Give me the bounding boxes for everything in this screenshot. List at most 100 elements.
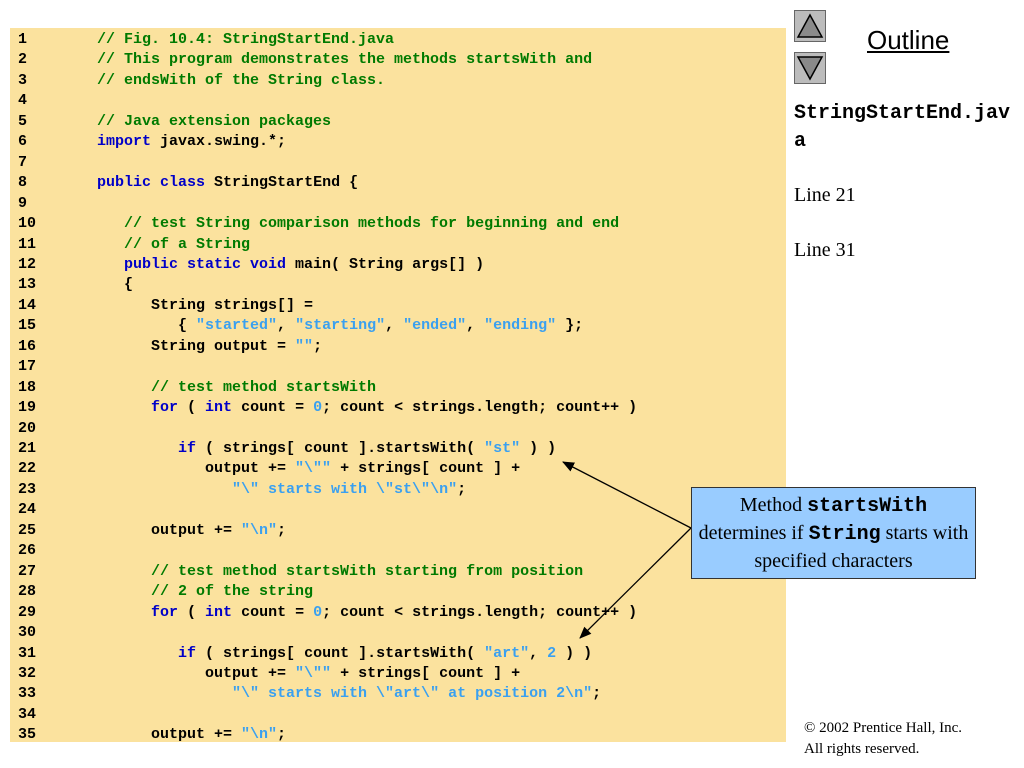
code-token: "\" starts with \"st\"\n" <box>232 480 458 498</box>
code-token: ( <box>178 399 206 417</box>
line-number: 11 <box>18 235 37 253</box>
code-token: // of a String <box>70 235 251 253</box>
line-ref-31: Line 31 <box>794 239 856 261</box>
code-token: { <box>70 276 134 294</box>
code-token: StringStartEnd { <box>205 174 359 192</box>
code-token: , <box>529 644 548 662</box>
code-token: ) ) <box>556 644 593 662</box>
code-token: ; <box>277 521 287 539</box>
callout-text-3: starts with specified characters <box>754 522 969 572</box>
code-token: ) ) <box>520 440 557 457</box>
code-token: public static void <box>124 255 287 273</box>
code-text: for ( int count = 0; count < strings.len… <box>70 398 637 418</box>
code-token: // This program demonstrates the methods… <box>70 51 593 69</box>
outline-link[interactable]: Outline <box>867 25 950 55</box>
code-text: // of a String <box>70 235 250 255</box>
code-text: if ( strings[ count ].startsWith( "art",… <box>70 644 592 664</box>
code-token: count = <box>232 399 314 417</box>
code-text: // This program demonstrates the methods… <box>70 50 592 70</box>
line-number: 14 <box>18 296 37 314</box>
line-number: 8 <box>18 174 28 192</box>
code-text: for ( int count = 0; count < strings.len… <box>70 603 637 623</box>
code-token: "st" <box>484 440 521 457</box>
line-number: 22 <box>18 460 37 478</box>
code-text: { "started", "starting", "ended", "endin… <box>70 316 583 336</box>
code-token: int <box>205 399 233 417</box>
arrow-to-line-31 <box>579 527 692 639</box>
line-number: 30 <box>18 624 37 642</box>
code-token: "starting" <box>295 317 386 335</box>
code-token: ; <box>313 337 323 355</box>
line-number: 17 <box>18 358 37 376</box>
code-token: String output = <box>70 337 296 355</box>
code-text: if ( strings[ count ].startsWith( "st" )… <box>70 439 556 459</box>
line-number: 3 <box>18 71 28 89</box>
code-token: for <box>151 399 179 417</box>
line-number: 16 <box>18 337 37 355</box>
line-number: 29 <box>18 603 37 621</box>
code-token: + strings[ count ] + <box>331 664 521 682</box>
line-number: 4 <box>18 92 28 110</box>
line-number: 1 <box>18 31 28 48</box>
code-text: { <box>70 275 133 295</box>
code-token: for <box>151 603 179 621</box>
code-text: output += "\"" + strings[ count ] + <box>70 459 520 479</box>
line-number: 32 <box>18 664 37 682</box>
code-token: ; <box>592 685 602 703</box>
code-text: // test method startsWith starting from … <box>70 562 583 582</box>
callout-text-2: determines if <box>698 522 809 544</box>
code-text: String output = ""; <box>70 337 322 357</box>
callout-box: Method startsWith determines if String s… <box>691 487 976 579</box>
code-text: public static void main( String args[] ) <box>70 255 484 275</box>
code-token: , <box>277 317 296 335</box>
code-token: }; <box>556 317 584 335</box>
line-number: 6 <box>18 133 28 151</box>
code-token: "\"" <box>295 460 332 478</box>
code-text: // 2 of the string <box>70 582 313 602</box>
code-token: output += <box>70 460 296 478</box>
code-text: import javax.swing.*; <box>70 132 286 152</box>
code-token: javax.swing.*; <box>151 133 287 151</box>
previous-slide-button[interactable] <box>794 10 826 42</box>
code-token: "ending" <box>484 317 557 335</box>
copyright-line-2: All rights reserved. <box>804 741 920 757</box>
line-number: 18 <box>18 378 37 396</box>
copyright-line-1: 2002 Prentice Hall, Inc. <box>815 720 963 736</box>
code-token: // Java extension packages <box>70 112 332 130</box>
line-number: 12 <box>18 255 37 273</box>
code-token: { <box>70 317 197 335</box>
code-token: "\"" <box>295 664 332 682</box>
code-text: "\" starts with \"st\"\n"; <box>70 480 466 500</box>
code-text: output += "\n"; <box>70 521 286 541</box>
code-listing: 1 // Fig. 10.4: StringStartEnd.java 2 // … <box>10 28 786 742</box>
code-text: // Java extension packages <box>70 112 331 132</box>
line-number: 34 <box>18 705 37 723</box>
code-token: int <box>205 603 233 621</box>
line-number: 23 <box>18 480 37 498</box>
code-token: 2 <box>547 644 557 662</box>
line-ref-21: Line 21 <box>794 184 856 206</box>
code-token: main( String args[] ) <box>286 255 485 273</box>
code-token: // Fig. 10.4: StringStartEnd.java <box>70 31 395 48</box>
code-text: // test method startsWith <box>70 378 376 398</box>
line-number: 20 <box>18 419 37 437</box>
code-token: ( <box>178 603 206 621</box>
code-token: 0 <box>313 603 323 621</box>
code-token: ; count < strings.length; count++ ) <box>322 399 638 417</box>
copyright-symbol: © <box>804 720 816 736</box>
code-text: // endsWith of the String class. <box>70 71 385 91</box>
code-token: // 2 of the string <box>70 583 314 601</box>
code-token: ( strings[ count ].startsWith( <box>196 440 485 457</box>
line-number: 10 <box>18 215 37 233</box>
next-slide-button[interactable] <box>794 52 826 84</box>
line-number: 2 <box>18 51 28 69</box>
line-number: 35 <box>18 726 37 742</box>
code-token: if <box>178 440 197 457</box>
code-token: import <box>97 133 152 151</box>
code-text: String strings[] = <box>70 296 313 316</box>
line-number: 33 <box>18 685 37 703</box>
code-text: // Fig. 10.4: StringStartEnd.java <box>70 30 394 50</box>
code-token: ; <box>277 726 287 742</box>
code-token: output += <box>70 726 242 742</box>
